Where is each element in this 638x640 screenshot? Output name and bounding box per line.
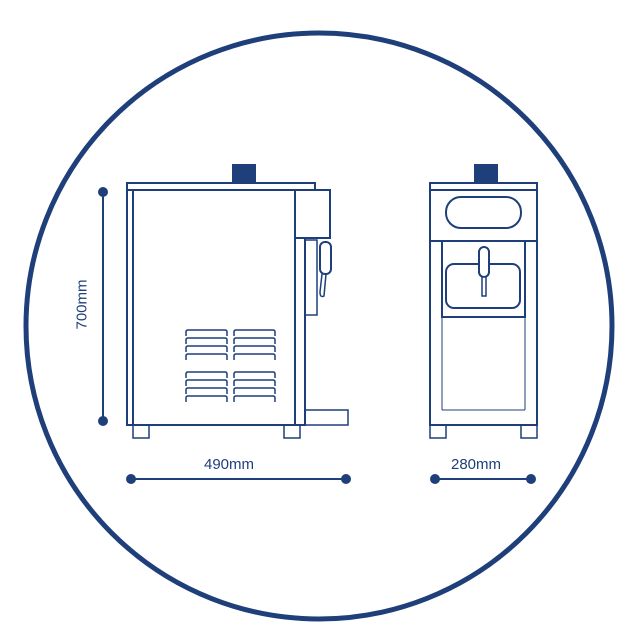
vent-slat [185, 395, 228, 402]
front-view [429, 164, 538, 439]
dispensing-area [441, 240, 526, 318]
vent-slat [185, 353, 228, 360]
top-vent-block [232, 164, 256, 183]
front-width-label: 280mm [451, 456, 502, 473]
side-width-label: 490mm [204, 456, 255, 473]
vent-slat [233, 329, 276, 336]
vent-slat [185, 387, 228, 394]
frame-circle [23, 30, 615, 622]
dispenser-panel [304, 239, 318, 316]
vent-slat [233, 395, 276, 402]
vent-slat [233, 371, 276, 378]
vent-slat [185, 345, 228, 352]
front-width-dimension-line [430, 474, 536, 484]
foot-left [132, 424, 150, 439]
vent-slat [233, 379, 276, 386]
vent-slat [185, 371, 228, 378]
top-plate [429, 182, 538, 191]
vent-slat [233, 353, 276, 360]
display-window [445, 196, 522, 229]
vent-slat [233, 345, 276, 352]
side-width-dimension-line [126, 474, 351, 484]
body [126, 189, 296, 426]
height-label: 700mm [73, 279, 91, 330]
nozzle-handle [478, 246, 490, 278]
drip-tray [304, 409, 349, 426]
head-panel [294, 189, 331, 239]
vent-slat [185, 337, 228, 344]
foot-right [520, 424, 538, 439]
foot-left [429, 424, 447, 439]
foot-right [283, 424, 301, 439]
vent-slat [185, 379, 228, 386]
vent-slat [233, 337, 276, 344]
side-view [126, 164, 349, 439]
top-vent-block [474, 164, 498, 183]
handle [319, 241, 332, 275]
vent-slat [185, 329, 228, 336]
front-column [294, 237, 306, 426]
nozzle [481, 276, 487, 297]
top-plate [126, 182, 316, 191]
vent-slat [233, 387, 276, 394]
vent-grille [185, 329, 276, 402]
height-dimension-line [98, 187, 108, 426]
